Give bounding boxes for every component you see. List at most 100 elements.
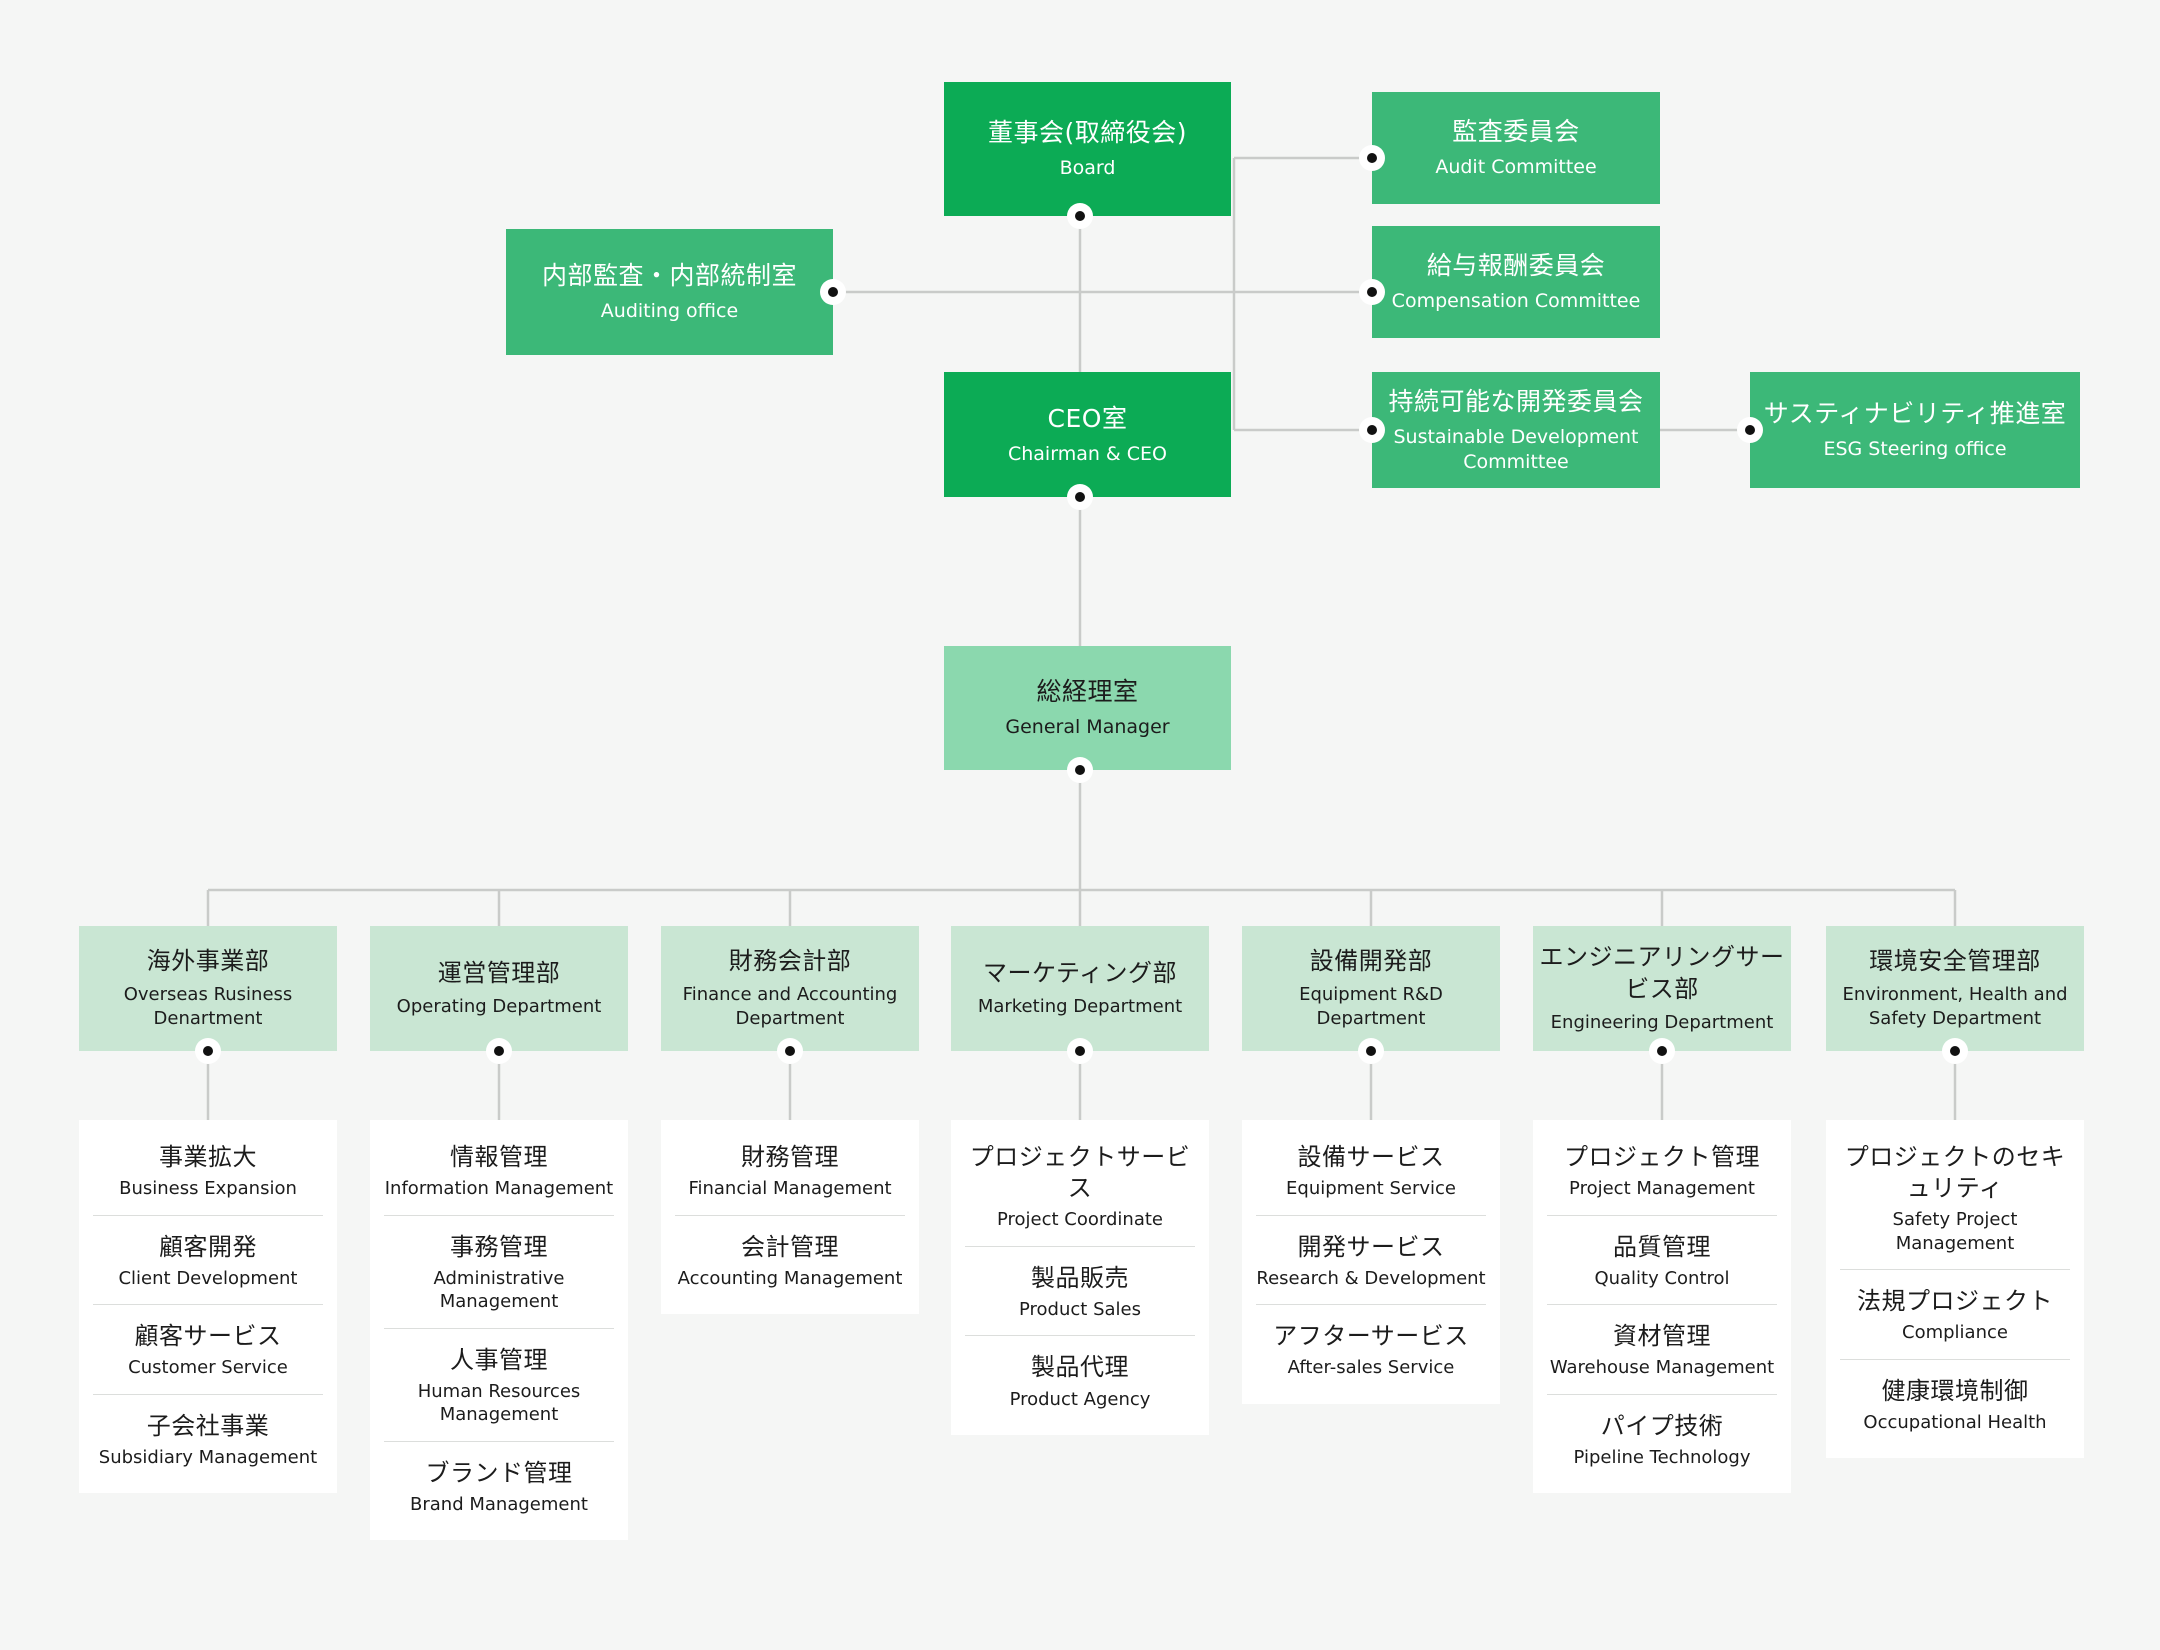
subitem-label-en: After-sales Service — [1287, 1357, 1455, 1379]
subitem[interactable]: 人事管理 Human Resources Management — [384, 1327, 614, 1441]
node-sustainable-development-committee-jp: 持続可能な開発委員会 — [1388, 386, 1644, 416]
subitem-label-en: Brand Management — [410, 1493, 588, 1515]
connector-dot-sustainable-development-committee — [1359, 417, 1385, 443]
subitem[interactable]: 情報管理 Information Management — [384, 1126, 614, 1215]
node-audit-committee-en: Audit Committee — [1435, 156, 1597, 179]
connector-dot-auditing-office — [820, 279, 846, 305]
node-board-en: Board — [1059, 157, 1116, 180]
department-name-en: Finance and Accounting Department — [682, 983, 898, 1029]
subitem-label-jp: 情報管理 — [450, 1143, 548, 1171]
node-board-jp: 董事会(取締役会) — [987, 118, 1187, 148]
subitem[interactable]: 財務管理 Financial Management — [675, 1126, 905, 1215]
subitem-label-jp: 製品代理 — [1031, 1353, 1129, 1382]
subitem-label-jp: 設備サービス — [1297, 1143, 1445, 1171]
subitem-label-en: Occupational Health — [1863, 1411, 2047, 1433]
subitem-label-en: Client Development — [118, 1267, 298, 1289]
department-name-jp: マーケティング部 — [982, 959, 1178, 988]
subitem-label-jp: アフターサービス — [1273, 1322, 1469, 1351]
department-subitems-1: 事業拡大 Business Expansion 顧客開発 Client Develop… — [79, 1120, 337, 1494]
node-ceo[interactable]: CEO室 Chairman & CEO — [944, 372, 1231, 497]
department-box-1[interactable]: 海外事業部 Overseas Rusiness Denartment — [79, 926, 337, 1051]
subitem[interactable]: 開発サービス Research & Development — [1256, 1214, 1486, 1305]
connector-dot-department-3 — [777, 1038, 803, 1064]
subitem-label-en: Project Management — [1569, 1178, 1755, 1200]
subitem-label-jp: 財務管理 — [741, 1143, 839, 1171]
node-compensation-committee-jp: 給与報酬委員会 — [1426, 251, 1606, 281]
node-esg-steering-office-en: ESG Steering office — [1823, 438, 2007, 461]
subitem-label-en: Research & Development — [1256, 1267, 1486, 1289]
connector-dot-department-6 — [1649, 1038, 1675, 1064]
subitem-label-jp: 会計管理 — [741, 1232, 839, 1261]
subitem-label-jp: 人事管理 — [450, 1345, 548, 1374]
node-auditing-office-en: Auditing office — [600, 300, 739, 323]
subitem-label-jp: プロジェクトのセキュリティ — [1844, 1143, 2066, 1203]
node-compensation-committee[interactable]: 給与報酬委員会 Compensation Committee — [1372, 226, 1660, 338]
subitem-label-jp: プロジェクト管理 — [1564, 1143, 1760, 1171]
subitem-label-en: Business Expansion — [119, 1178, 297, 1200]
subitem-label-jp: 顧客サービス — [134, 1322, 282, 1351]
node-auditing-office[interactable]: 内部監査・内部統制室 Auditing office — [506, 229, 833, 355]
department-name-en: Marketing Department — [977, 995, 1183, 1017]
node-board[interactable]: 董事会(取締役会) Board — [944, 82, 1231, 216]
node-esg-steering-office[interactable]: サスティナビリティ推進室 ESG Steering office — [1750, 372, 2080, 488]
subitem-label-jp: 事務管理 — [450, 1232, 548, 1261]
subitem-label-jp: 製品販売 — [1031, 1263, 1129, 1292]
subitem[interactable]: プロジェクトのセキュリティ Safety Project Management — [1840, 1126, 2070, 1269]
subitem[interactable]: 顧客サービス Customer Service — [93, 1304, 323, 1394]
connector-dot-department-4 — [1067, 1038, 1093, 1064]
node-sustainable-development-committee[interactable]: 持続可能な開発委員会 Sustainable Development Commi… — [1372, 372, 1660, 488]
department-name-jp: エンジニアリングサービス部 — [1539, 943, 1785, 1003]
subitem-label-jp: 子会社事業 — [146, 1411, 270, 1440]
subitem-label-en: Human Resources Management — [417, 1380, 581, 1426]
subitem[interactable]: 事務管理 Administrative Management — [384, 1214, 614, 1328]
subitem[interactable]: 顧客開発 Client Development — [93, 1214, 323, 1305]
node-sustainable-development-committee-en: Sustainable Development Committee — [1393, 425, 1639, 473]
connector-dot-department-2 — [486, 1038, 512, 1064]
subitem-label-en: Project Coordinate — [997, 1209, 1163, 1231]
node-general-manager-en: General Manager — [1005, 716, 1170, 739]
subitem-label-jp: 事業拡大 — [159, 1143, 257, 1171]
node-general-manager[interactable]: 総経理室 General Manager — [944, 646, 1231, 770]
subitem[interactable]: アフターサービス After-sales Service — [1256, 1304, 1486, 1394]
subitem-label-jp: 開発サービス — [1297, 1232, 1445, 1261]
department-name-en: Overseas Rusiness Denartment — [123, 983, 293, 1029]
subitem-label-en: Warehouse Management — [1549, 1357, 1775, 1379]
subitem[interactable]: 事業拡大 Business Expansion — [93, 1126, 323, 1215]
node-audit-committee[interactable]: 監査委員会 Audit Committee — [1372, 92, 1660, 204]
subitem[interactable]: プロジェクト管理 Project Management — [1547, 1126, 1777, 1215]
department-name-jp: 財務会計部 — [728, 946, 852, 975]
subitem-label-jp: パイプ技術 — [1600, 1411, 1724, 1440]
department-box-4[interactable]: マーケティング部 Marketing Department — [951, 926, 1209, 1051]
department-name-jp: 海外事業部 — [146, 946, 270, 975]
subitem-label-en: Customer Service — [128, 1357, 288, 1379]
connector-dot-compensation-committee — [1359, 279, 1385, 305]
connector-dot-esg-steering-office — [1737, 417, 1763, 443]
subitem-label-en: Safety Project Management — [1892, 1209, 2018, 1254]
subitem-label-en: Administrative Management — [433, 1267, 565, 1313]
subitem-label-en: Information Management — [384, 1178, 614, 1200]
connector-dot-general-manager — [1067, 757, 1093, 783]
subitem-label-jp: 顧客開発 — [159, 1232, 257, 1261]
node-audit-committee-jp: 監査委員会 — [1452, 117, 1580, 147]
department-name-jp: 環境安全管理部 — [1869, 946, 2041, 975]
department-box-3[interactable]: 財務会計部 Finance and Accounting Department — [661, 926, 919, 1051]
subitem-label-en: Financial Management — [688, 1178, 892, 1200]
